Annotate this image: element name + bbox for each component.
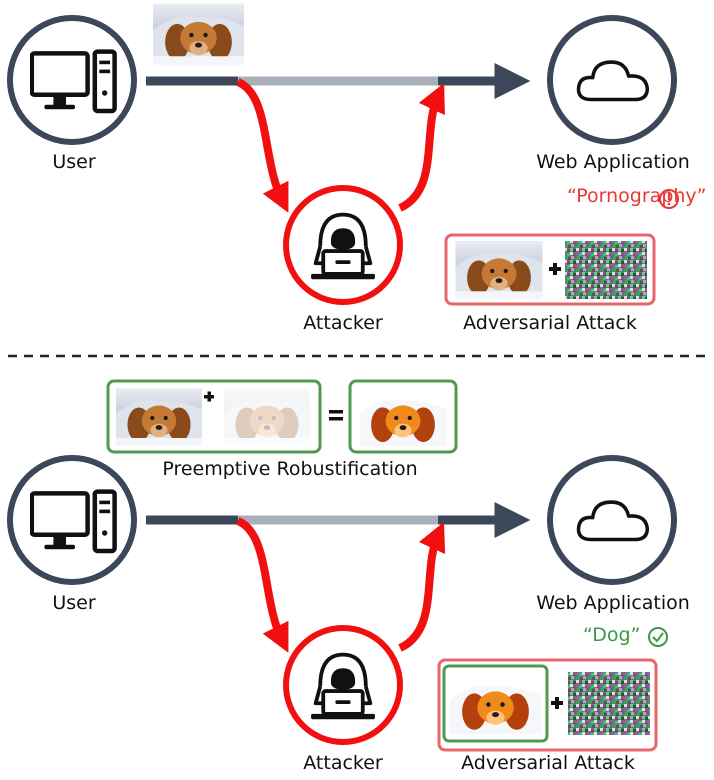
top-attack-dog-image [455, 241, 543, 299]
top-intercept-arrow [236, 78, 289, 213]
top-input-dog-image [153, 3, 244, 65]
exclamation-circle-icon [659, 189, 679, 209]
robustification-label: Preemptive Robustification [162, 458, 418, 480]
top-section [7, 3, 679, 306]
bottom-attack-dog-image [450, 673, 541, 734]
bottom-noise-image [568, 672, 650, 735]
top-return-arrow [398, 82, 445, 212]
bottom-attacker-label: Attacker [303, 752, 383, 774]
top-attack-label: Adversarial Attack [463, 312, 637, 334]
top-user-label: User [52, 151, 96, 173]
bottom-return-arrow [398, 521, 446, 652]
top-attacker-label: Attacker [303, 312, 383, 334]
check-circle-icon [648, 627, 668, 647]
robust-plus-icon [204, 391, 214, 402]
robust-input-dog-image [116, 388, 202, 446]
bottom-prediction-label: “Dog” [583, 624, 641, 646]
bottom-plus-icon [551, 697, 563, 709]
bottom-section [7, 379, 677, 752]
top-web-label: Web Application [536, 151, 690, 173]
robust-output-dog-image [359, 388, 447, 446]
bottom-intercept-arrow [236, 517, 289, 653]
bottom-web-node [547, 455, 677, 585]
top-prediction-label: “Pornography” [567, 185, 707, 207]
bottom-attack-label: Adversarial Attack [461, 752, 635, 774]
bottom-user-label: User [52, 592, 96, 614]
robust-perturbation-image [224, 388, 310, 446]
bottom-web-label: Web Application [536, 592, 690, 614]
top-web-node [547, 15, 677, 145]
top-plus-icon [549, 263, 561, 275]
top-noise-image [565, 241, 647, 299]
equals-icon [329, 410, 343, 421]
